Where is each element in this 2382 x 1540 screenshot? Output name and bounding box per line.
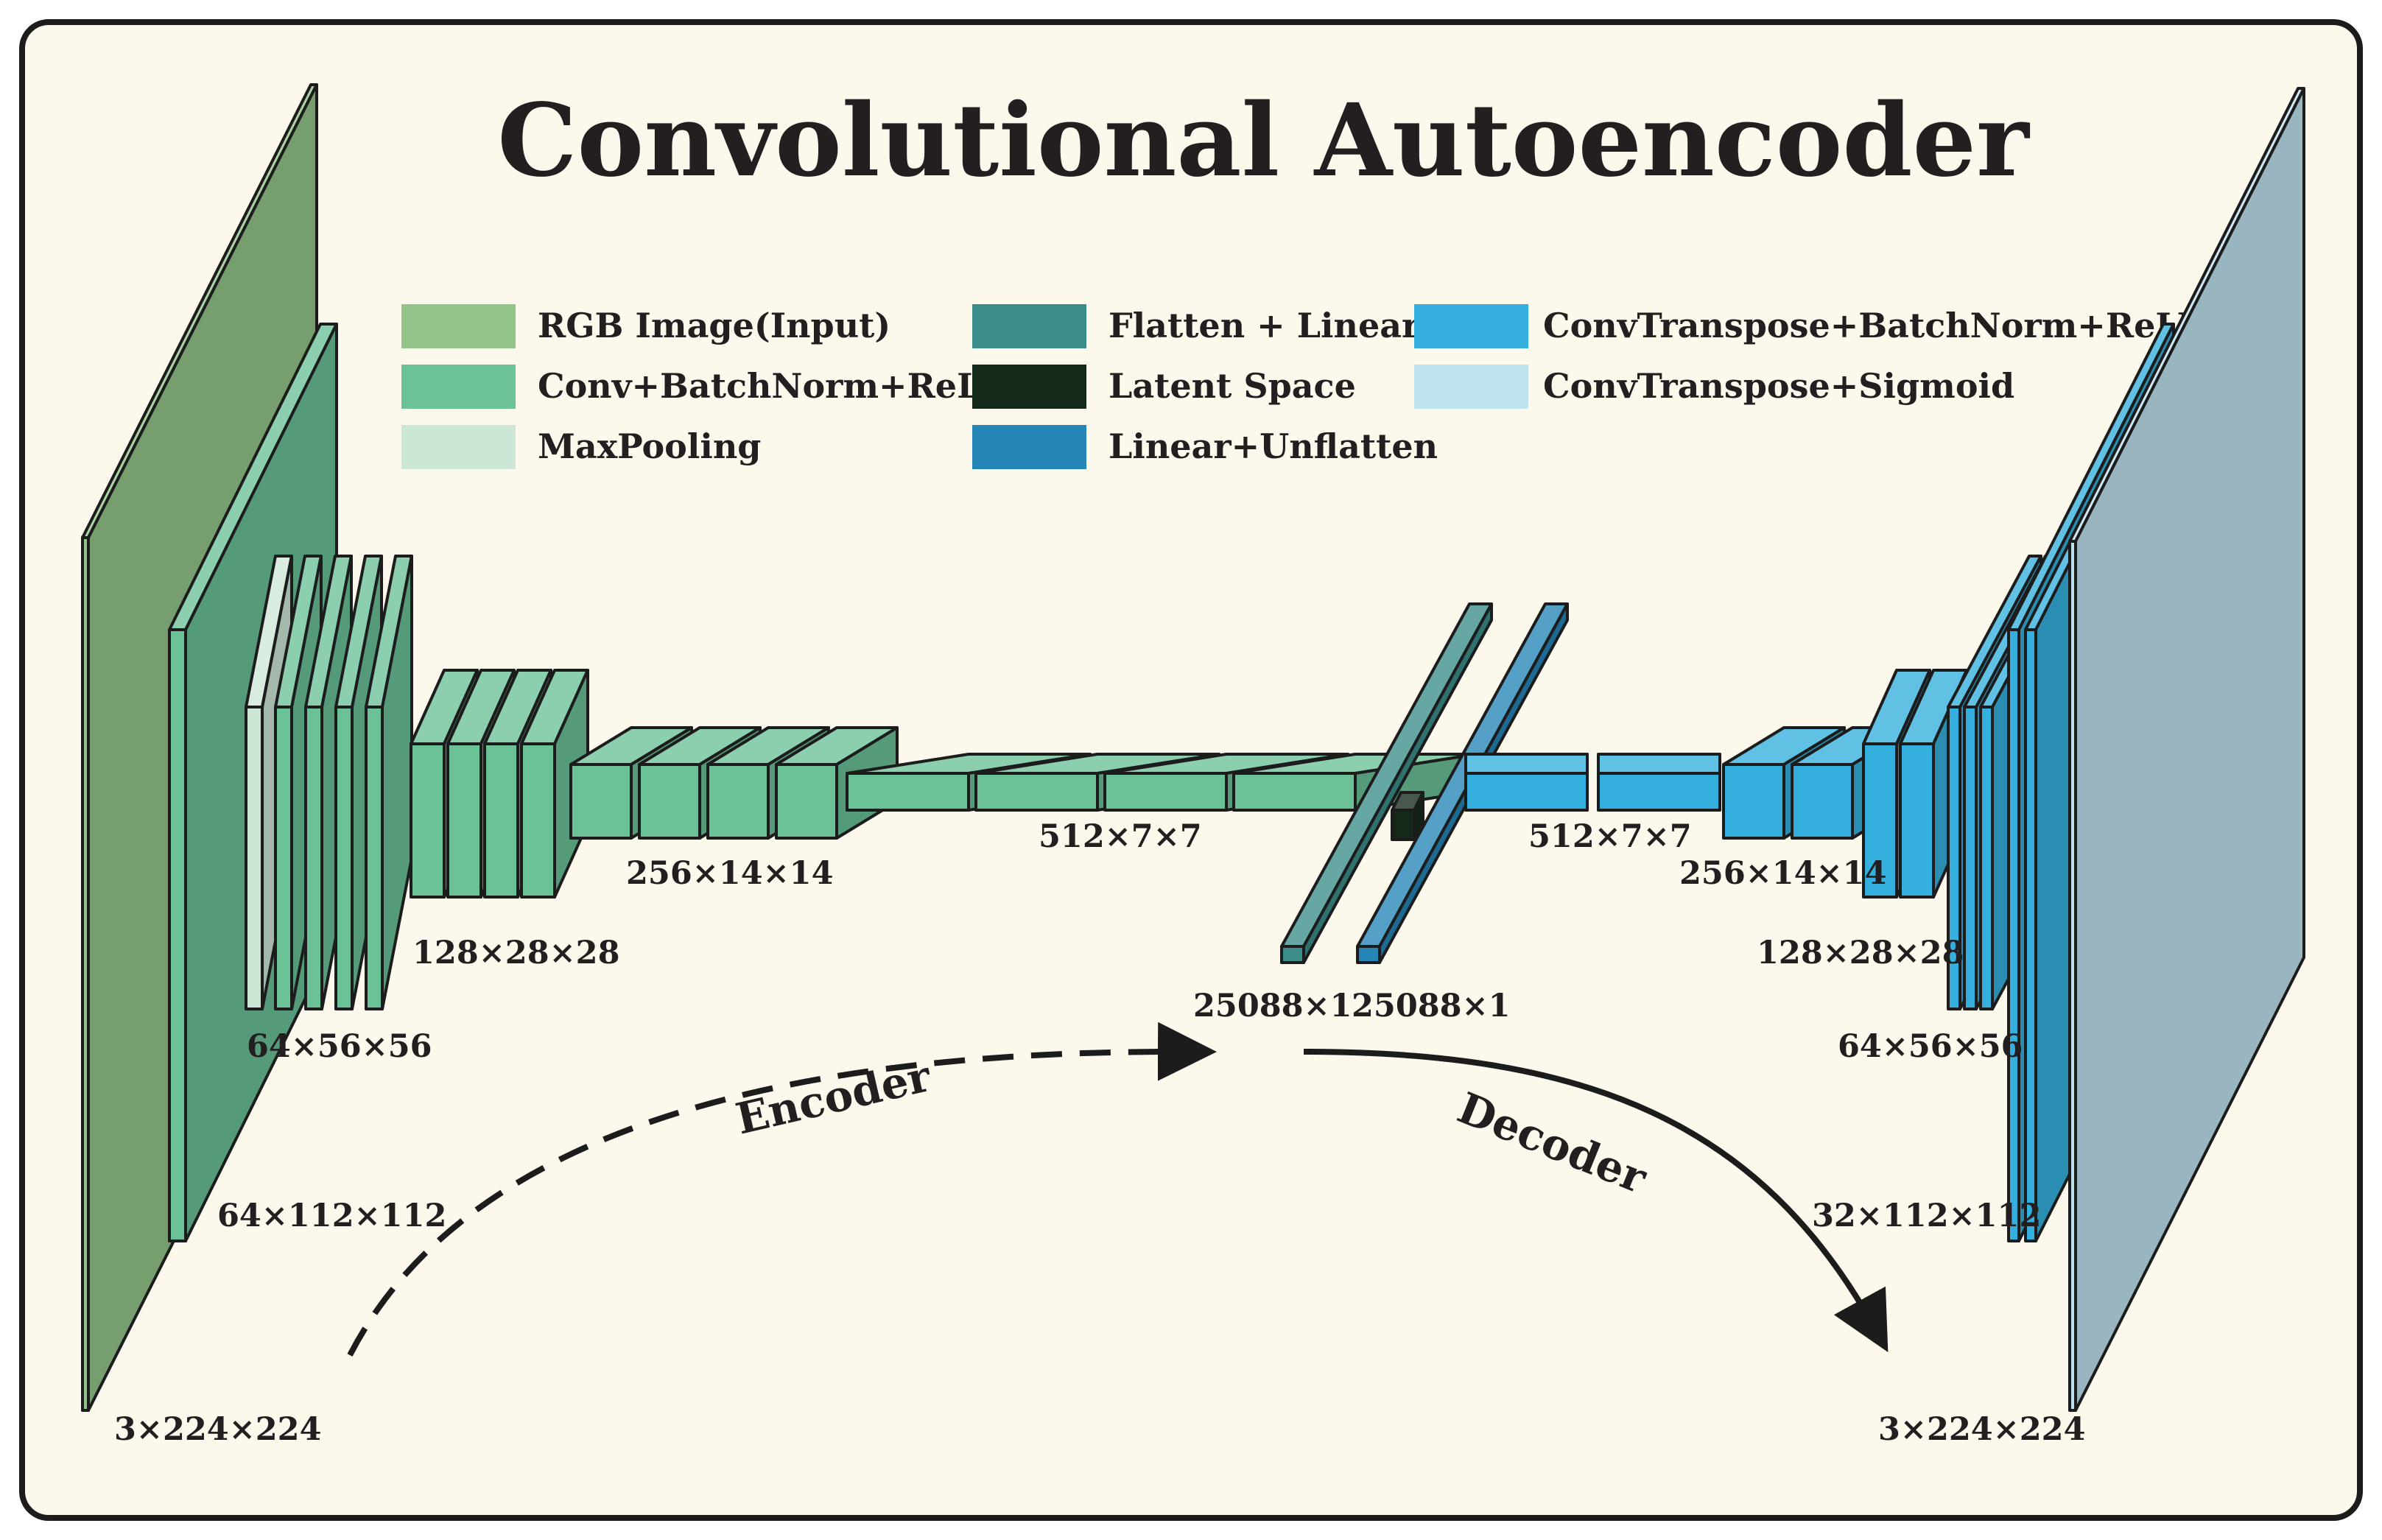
enc-conv-14-layer-3-front — [706, 763, 770, 840]
dim-label-enc-28: 128×28×28 — [412, 935, 620, 971]
enc-conv-112-layer-front — [168, 628, 187, 1242]
legend-swatch-maxpool — [401, 425, 516, 469]
legend: RGB Image(Input) Conv+BatchNorm+ReLU Max… — [401, 304, 2207, 469]
dim-label-dec-56: 64×56×56 — [1838, 1028, 2023, 1065]
flatten-linear-layer-front — [1280, 945, 1305, 964]
dim-label-enc-56: 64×56×56 — [247, 1028, 432, 1065]
dec-convt-56-layer-1-front — [1947, 706, 1961, 1010]
dec-convt-56-layer-3-front — [1979, 706, 1994, 1010]
enc-conv-7-layer-2-front — [974, 772, 1099, 812]
enc-conv-56-layer-4-front — [365, 706, 384, 1010]
dec-convt-7-layer-2-top — [1597, 753, 1721, 775]
legend-label-flatten: Flatten + Linear — [1109, 306, 1420, 345]
enc-conv-28-layer-4-front — [520, 742, 556, 899]
legend-swatch-unflatten — [972, 425, 1086, 469]
dec-convt-28-layer-2-front — [1899, 742, 1935, 899]
dim-label-dec-7: 512×7×7 — [1528, 818, 1692, 855]
legend-label-rgb-input: RGB Image(Input) — [538, 306, 890, 345]
dim-label-enc-112: 64×112×112 — [217, 1198, 446, 1234]
enc-conv-56-layer-3-front — [334, 706, 354, 1010]
enc-conv-56-layer-1-front — [274, 706, 293, 1010]
network-blocks — [81, 83, 2305, 1412]
enc-conv-7-layer-4-front — [1232, 772, 1357, 812]
output-image-layer-front — [2068, 540, 2077, 1412]
dim-label-dec-28: 128×28×28 — [1757, 935, 1964, 971]
dec-convt-112-layer-1-front — [2007, 628, 2020, 1242]
legend-label-convtranspose: ConvTranspose+BatchNorm+ReLU — [1543, 306, 2207, 345]
dim-label-unflatten: 25088×1 — [1352, 988, 1511, 1024]
dim-label-dec-14: 256×14×14 — [1679, 855, 1887, 892]
legend-swatch-convtranspose — [1414, 304, 1528, 348]
input-image-layer-front — [81, 536, 90, 1412]
enc-conv-14-layer-4-front — [775, 763, 838, 840]
encoder-arrow — [347, 1022, 1217, 1357]
enc-conv-28-layer-3-front — [483, 742, 519, 899]
dim-label-flatten: 25088×1 — [1193, 988, 1352, 1024]
enc-conv-56-layer-2-front — [304, 706, 323, 1010]
linear-unflatten-layer-front — [1356, 945, 1381, 964]
dec-convt-14-layer-1-front — [1722, 763, 1785, 840]
legend-label-sigmoid: ConvTranspose+Sigmoid — [1543, 366, 2014, 406]
dim-label-enc-14: 256×14×14 — [626, 855, 834, 892]
dec-convt-7-layer-1-top — [1464, 753, 1589, 775]
legend-label-unflatten: Linear+Unflatten — [1109, 426, 1438, 466]
legend-label-latent: Latent Space — [1109, 366, 1356, 406]
legend-swatch-latent — [972, 365, 1086, 409]
enc-conv-28-layer-1-front — [410, 742, 446, 899]
enc-conv-7-layer-3-front — [1103, 772, 1228, 812]
dec-convt-28-layer-1-front — [1862, 742, 1898, 899]
dim-label-input: 3×224×224 — [114, 1411, 322, 1448]
enc-conv-7-layer-1-front — [846, 772, 970, 812]
enc-conv-28-layer-2-front — [446, 742, 482, 899]
legend-label-conv: Conv+BatchNorm+ReLU — [538, 366, 1008, 406]
dec-convt-7-layer-2-front — [1597, 772, 1721, 812]
dec-convt-112-layer-2-front — [2024, 628, 2037, 1242]
legend-swatch-rgb-input — [401, 304, 516, 348]
dim-label-dec-112: 32×112×112 — [1812, 1198, 2041, 1234]
dim-label-enc-7: 512×7×7 — [1039, 818, 1202, 855]
enc-conv-14-layer-1-front — [569, 763, 633, 840]
legend-swatch-conv — [401, 365, 516, 409]
dec-convt-7-layer-1-front — [1464, 772, 1589, 812]
enc-maxpool-56-layer-front — [245, 706, 264, 1010]
latent-space-layer-front — [1391, 809, 1416, 841]
dim-label-output: 3×224×224 — [1878, 1411, 2086, 1448]
legend-swatch-sigmoid — [1414, 365, 1528, 409]
legend-label-maxpool: MaxPooling — [538, 426, 761, 466]
dec-convt-14-layer-2-front — [1791, 763, 1854, 840]
dec-convt-56-layer-2-front — [1963, 706, 1978, 1010]
diagram-title: Convolutional Autoencoder — [497, 82, 2031, 200]
decoder-arrow — [1303, 1049, 1889, 1353]
enc-conv-14-layer-2-front — [638, 763, 701, 840]
legend-swatch-flatten — [972, 304, 1086, 348]
